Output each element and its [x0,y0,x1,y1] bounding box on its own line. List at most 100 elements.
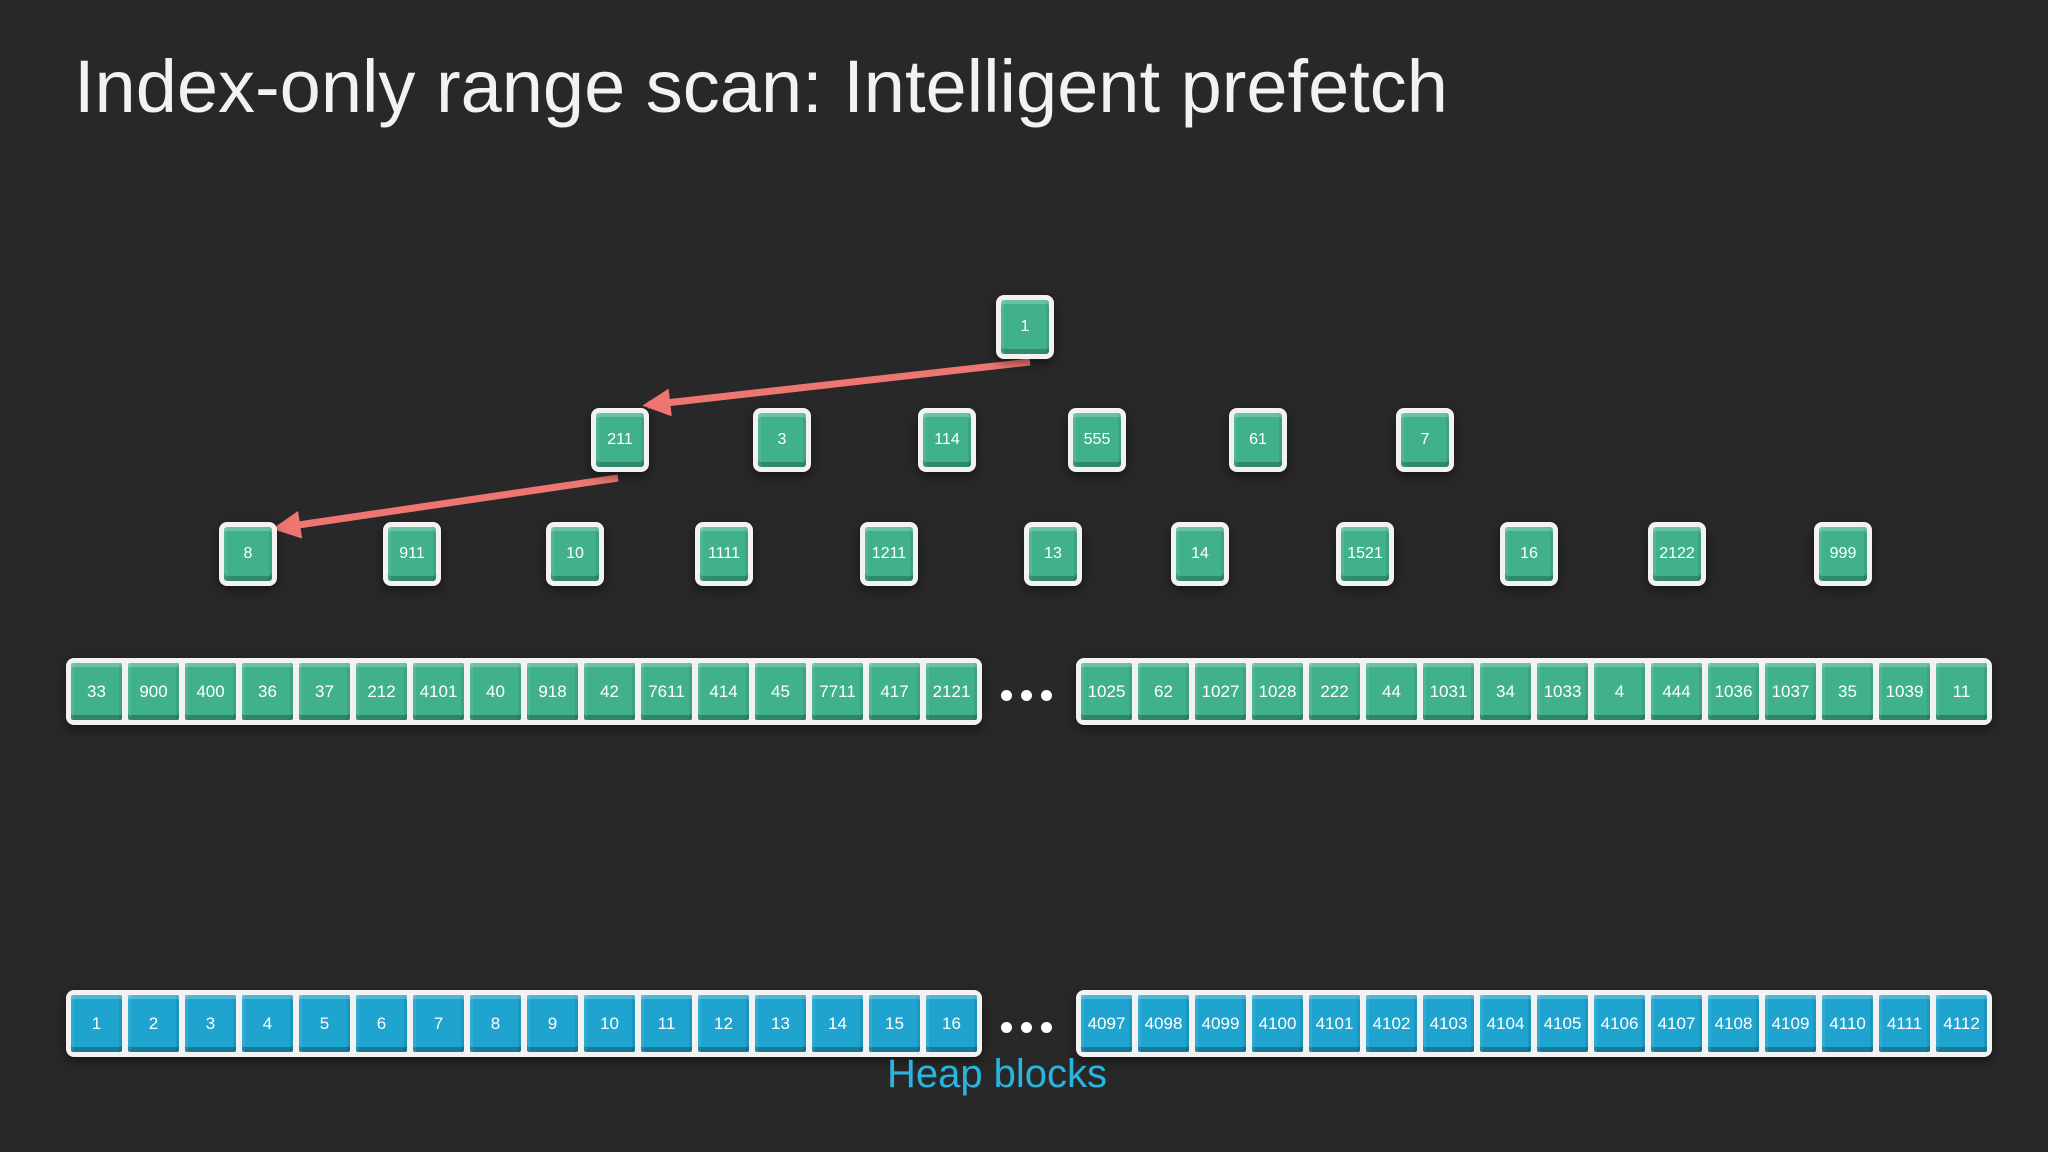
dot [1021,690,1032,701]
heap-cell-4099: 4099 [1195,995,1246,1052]
btree-root-label: 1 [1020,318,1030,335]
heap-cell-1: 1 [71,995,122,1052]
heap-cell-4109: 4109 [1765,995,1816,1052]
btree-leaf-node-16: 16 [1500,522,1558,586]
heap-cell-4107: 4107 [1651,995,1702,1052]
heap-cell-4104: 4104 [1480,995,1531,1052]
index-leaf-cell-62: 62 [1138,663,1189,720]
dot [1041,1022,1052,1033]
btree-leaf-node-13-label: 13 [1029,527,1077,581]
index-leaf-cell-4101: 4101 [413,663,464,720]
index-leaf-cell-417: 417 [869,663,920,720]
index-leaf-cell-1036: 1036 [1708,663,1759,720]
btree-internal-node-114: 114 [918,408,976,472]
heap-cell-4100: 4100 [1252,995,1303,1052]
index-leaf-cell-2121: 2121 [926,663,977,720]
btree-leaf-node-1211: 1211 [860,522,918,586]
btree-internal-node-211-label: 211 [596,413,644,467]
heap-cell-7: 7 [413,995,464,1052]
btree-leaf-node-8-label: 8 [224,527,272,581]
btree-leaf-node-10-label: 10 [551,527,599,581]
btree-leaf-node-999: 999 [1814,522,1872,586]
btree-leaf-node-8: 8 [219,522,277,586]
btree-leaf-node-1521: 1521 [1336,522,1394,586]
index-leaf-cell-1028: 1028 [1252,663,1303,720]
heap-cell-4101: 4101 [1309,995,1360,1052]
index-leaf-cell-1027: 1027 [1195,663,1246,720]
index-leaf-cell-414: 414 [698,663,749,720]
heap-cell-16: 16 [926,995,977,1052]
index-leaf-cell-42: 42 [584,663,635,720]
index-leaf-cell-11: 11 [1936,663,1987,720]
index-leaf-cell-35: 35 [1822,663,1873,720]
index-leaf-cell-7611: 7611 [641,663,692,720]
index-leaf-cell-40: 40 [470,663,521,720]
index-leaf-cell-37: 37 [299,663,350,720]
index-leaf-cell-212: 212 [356,663,407,720]
btree-root-fill: 1 [1001,300,1049,354]
btree-internal-node-61-label: 61 [1234,413,1282,467]
heap-cell-4105: 4105 [1537,995,1588,1052]
btree-leaf-node-2122-label: 2122 [1653,527,1701,581]
heap-cell-14: 14 [812,995,863,1052]
dot [1001,690,1012,701]
heap-cell-11: 11 [641,995,692,1052]
btree-leaf-node-999-label: 999 [1819,527,1867,581]
heap-cell-4112: 4112 [1936,995,1987,1052]
index-leaf-cell-33: 33 [71,663,122,720]
heap-cell-5: 5 [299,995,350,1052]
heap-cell-6: 6 [356,995,407,1052]
btree-leaf-node-2122: 2122 [1648,522,1706,586]
btree-leaf-node-1111-label: 1111 [700,527,748,581]
page-title: Index-only range scan: Intelligent prefe… [74,45,1448,128]
btree-internal-node-211: 211 [591,408,649,472]
btree-leaf-node-911-label: 911 [388,527,436,581]
heap-cell-15: 15 [869,995,920,1052]
heap-cell-4110: 4110 [1822,995,1873,1052]
heap-cell-4106: 4106 [1594,995,1645,1052]
index-leaf-cell-1031: 1031 [1423,663,1474,720]
heap-cell-3: 3 [185,995,236,1052]
btree-leaf-node-1211-label: 1211 [865,527,913,581]
btree-leaf-node-14: 14 [1171,522,1229,586]
btree-leaf-node-1521-label: 1521 [1341,527,1389,581]
btree-leaf-node-1111: 1111 [695,522,753,586]
btree-internal-node-3: 3 [753,408,811,472]
dot [1021,1022,1032,1033]
btree-leaf-node-10: 10 [546,522,604,586]
heap-cell-4108: 4108 [1708,995,1759,1052]
dot [1041,690,1052,701]
btree-internal-node-7: 7 [1396,408,1454,472]
index-leaf-cell-44: 44 [1366,663,1417,720]
heap-cell-4: 4 [242,995,293,1052]
heap-cell-4097: 4097 [1081,995,1132,1052]
heap-blocks-label: Heap blocks [886,1052,1108,1096]
btree-leaf-node-911: 911 [383,522,441,586]
index-leaf-cell-45: 45 [755,663,806,720]
btree-leaf-node-13: 13 [1024,522,1082,586]
index-leaf-cell-34: 34 [1480,663,1531,720]
ellipsis-icon [1001,690,1052,701]
btree-leaf-node-14-label: 14 [1176,527,1224,581]
heap-cell-8: 8 [470,995,521,1052]
btree-internal-node-555: 555 [1068,408,1126,472]
btree-internal-node-7-label: 7 [1401,413,1449,467]
arrow-root-to-211 [642,358,1031,417]
index-leaf-cell-7711: 7711 [812,663,863,720]
btree-leaf-node-16-label: 16 [1505,527,1553,581]
index-leaf-cell-1025: 1025 [1081,663,1132,720]
btree-internal-node-114-label: 114 [923,413,971,467]
index-leaf-cell-1037: 1037 [1765,663,1816,720]
index-leaf-cell-222: 222 [1309,663,1360,720]
arrow-211-to-8 [272,474,619,539]
btree-internal-node-3-label: 3 [758,413,806,467]
dot [1001,1022,1012,1033]
index-leaf-cell-444: 444 [1651,663,1702,720]
heap-cell-4111: 4111 [1879,995,1930,1052]
index-leaf-cell-1033: 1033 [1537,663,1588,720]
index-leaf-cell-918: 918 [527,663,578,720]
